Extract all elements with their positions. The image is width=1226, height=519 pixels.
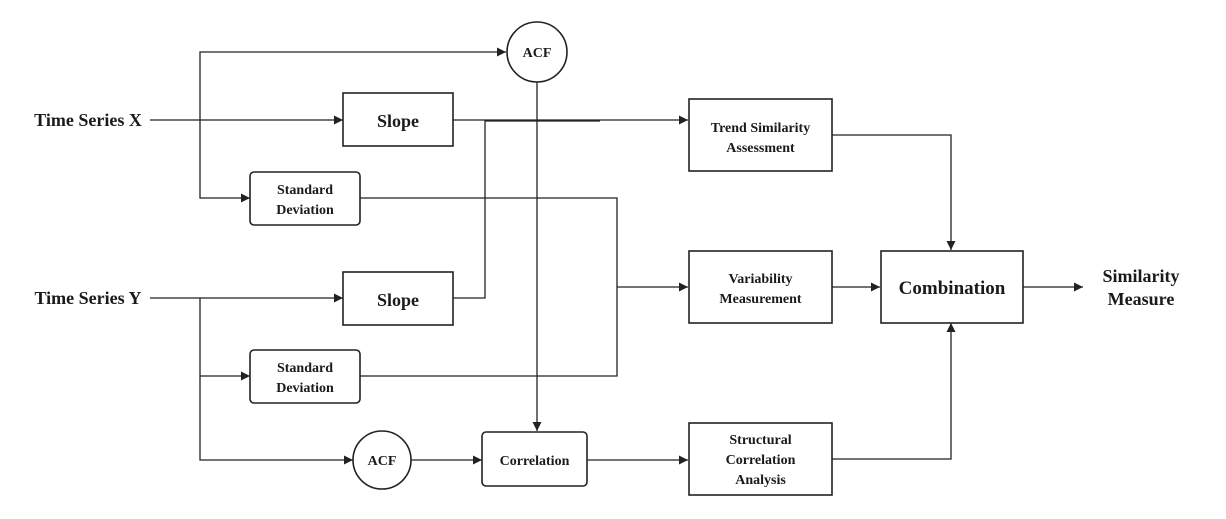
arrow-x-to-std: [199, 120, 250, 203]
arrow-std-x-to-variability: [360, 197, 618, 287]
output-line1: Similarity: [1103, 266, 1180, 286]
arrow-trend-to-combination: [832, 134, 956, 250]
structural-line1: Structural: [729, 433, 791, 448]
acf-top-node: ACF: [506, 21, 568, 83]
std-dev-y-line2: Deviation: [276, 381, 334, 396]
trend-similarity-box: Trend Similarity Assessment: [688, 98, 833, 172]
structural-correlation-box: Structural Correlation Analysis: [688, 422, 833, 496]
combination-label: Combination: [899, 278, 1006, 299]
std-dev-x-line1: Standard: [277, 183, 333, 198]
std-dev-x-box: Standard Deviation: [249, 171, 361, 226]
acf-top-label: ACF: [523, 46, 552, 61]
structural-line3: Analysis: [735, 473, 786, 488]
arrow-x-to-acf-top: [199, 47, 506, 120]
slope-x-label: Slope: [377, 111, 419, 131]
input-label-x: Time Series X: [34, 110, 142, 130]
combination-box: Combination: [880, 250, 1024, 324]
correlation-box: Correlation: [481, 431, 588, 487]
arrow-y-to-acf-bottom: [199, 376, 353, 465]
variability-line2: Measurement: [719, 292, 801, 307]
trend-similarity-line2: Assessment: [726, 141, 795, 156]
arrow-std-y-to-variability: [360, 287, 618, 377]
variability-box: Variability Measurement: [688, 250, 833, 324]
arrow-y-to-std: [199, 298, 250, 381]
std-dev-y-line1: Standard: [277, 361, 333, 376]
acf-bottom-node: ACF: [352, 430, 412, 490]
arrow-structural-to-combination: [832, 323, 956, 460]
correlation-label: Correlation: [500, 454, 570, 469]
arrow-slope-y-to-trend: [453, 120, 600, 299]
slope-y-label: Slope: [377, 290, 419, 310]
trend-similarity-line1: Trend Similarity: [711, 121, 810, 136]
slope-y-box: Slope: [342, 271, 454, 326]
acf-bottom-label: ACF: [368, 454, 397, 469]
slope-x-box: Slope: [342, 92, 454, 147]
variability-line1: Variability: [728, 272, 792, 287]
std-dev-x-line2: Deviation: [276, 203, 334, 218]
std-dev-y-box: Standard Deviation: [249, 349, 361, 404]
input-label-y: Time Series Y: [35, 288, 142, 308]
structural-line2: Correlation: [726, 453, 796, 468]
connectors: [150, 47, 1083, 465]
output-line2: Measure: [1108, 289, 1175, 309]
